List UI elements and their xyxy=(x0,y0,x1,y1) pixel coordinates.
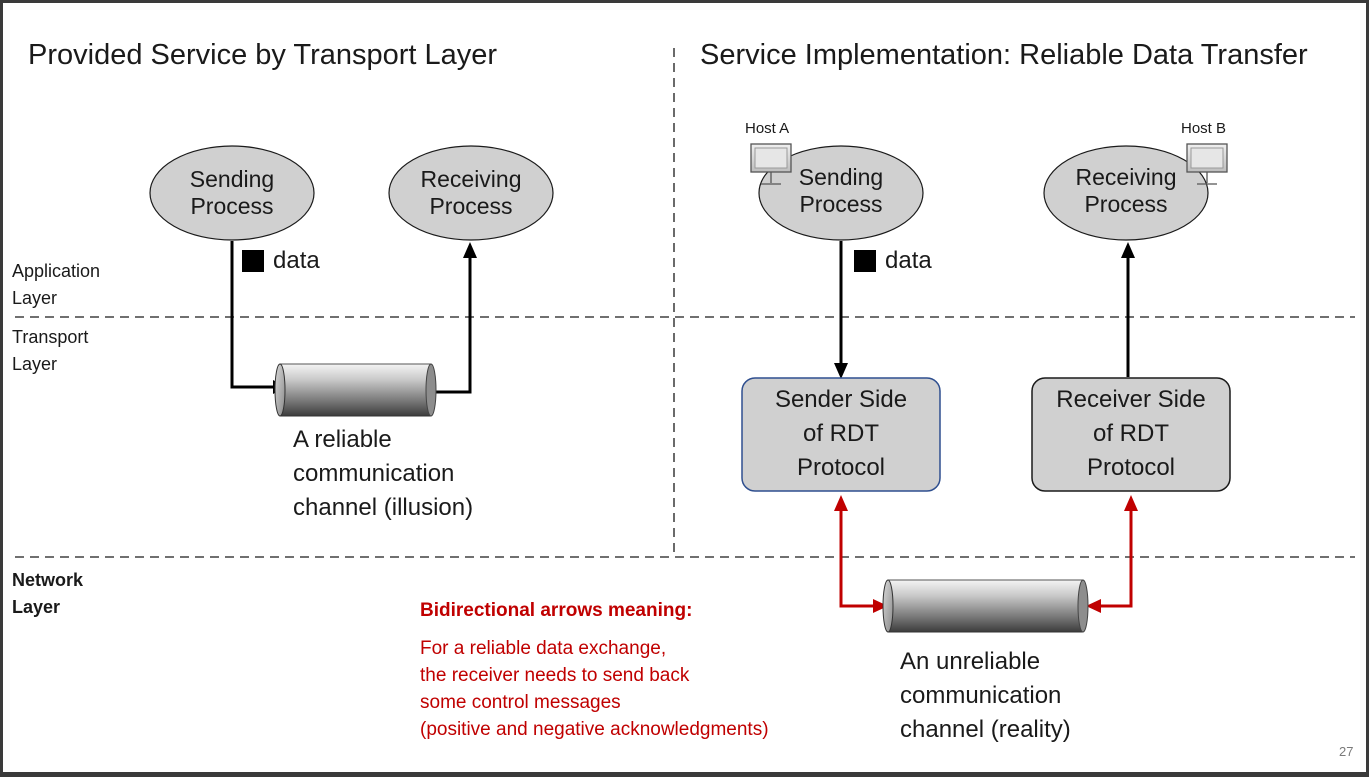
note-line: the receiver needs to send back xyxy=(420,665,690,686)
sender-box-line: Protocol xyxy=(796,454,886,481)
note-line: (positive and negative acknowledgments) xyxy=(420,719,769,740)
network-layer-label: Network Layer xyxy=(12,570,84,617)
right-receiving-process-oval xyxy=(1043,145,1209,241)
right-data-path xyxy=(839,241,1130,377)
sender-side-box-label: Sender Side of RDT Protocol xyxy=(742,383,940,485)
right-ovals xyxy=(758,145,1209,241)
note-body: For a reliable data exchange, the receiv… xyxy=(420,635,769,743)
right-arrowhead-to-sender-box xyxy=(834,363,848,379)
sender-box-line: of RDT xyxy=(802,420,879,447)
left-receiving-process-label: Receiving Process xyxy=(420,166,522,219)
right-data-label: data xyxy=(885,247,932,274)
left-receiving-process-oval xyxy=(388,145,554,241)
right-title: Service Implementation: Reliable Data Tr… xyxy=(700,39,1308,71)
receiver-box-line: of RDT xyxy=(1092,420,1169,447)
sender-side-box xyxy=(741,377,941,492)
note-line: some control messages xyxy=(420,692,621,713)
right-channel-label-line: channel (reality) xyxy=(900,716,1071,743)
bidirectional-arrowheads xyxy=(834,495,1138,613)
right-data-square-icon xyxy=(854,250,876,272)
left-data-path xyxy=(230,241,472,394)
right-sending-process-oval xyxy=(758,145,924,241)
left-channel-label: A reliable communication channel (illusi… xyxy=(293,423,473,525)
left-sending-process-oval xyxy=(149,145,315,241)
sender-box-line: Sender Side xyxy=(774,386,908,413)
note-title: Bidirectional arrows meaning: xyxy=(420,600,693,621)
right-sending-process-label: Sending Process xyxy=(798,164,884,217)
left-ovals xyxy=(149,145,554,241)
left-reliable-channel-icon xyxy=(274,363,437,417)
host-b-label: Host B xyxy=(1181,120,1227,137)
slide: Provided Service by Transport Layer Serv… xyxy=(3,3,1366,772)
right-channel-label-line: communication xyxy=(900,682,1062,709)
right-channel-label-line: An unreliable xyxy=(900,648,1041,675)
host-a-computer-icon xyxy=(750,143,792,185)
transport-layer-label: Transport Layer xyxy=(12,327,89,374)
bidirectional-arrows xyxy=(839,509,1133,608)
left-title: Provided Service by Transport Layer xyxy=(28,39,498,71)
left-channel-label-line: communication xyxy=(293,460,455,487)
left-data-label: data xyxy=(273,247,320,274)
left-arrowhead-to-receiver xyxy=(463,242,477,258)
left-channel-label-line: channel (illusion) xyxy=(293,494,474,521)
left-channel-label-line: A reliable xyxy=(293,426,392,453)
receiver-box-line: Protocol xyxy=(1086,454,1176,481)
page-number: 27 xyxy=(1339,744,1354,759)
right-receiving-process-label: Receiving Process xyxy=(1075,164,1177,217)
receiver-side-box xyxy=(1031,377,1231,492)
receiver-side-box-label: Receiver Side of RDT Protocol xyxy=(1032,383,1230,485)
left-sending-process-label: Sending Process xyxy=(189,166,275,219)
left-data-square-icon xyxy=(242,250,264,272)
application-layer-label: Application Layer xyxy=(12,261,101,308)
host-a-label: Host A xyxy=(745,120,790,137)
note-line: For a reliable data exchange, xyxy=(420,638,667,659)
diagram-graphics xyxy=(15,48,1355,633)
right-channel-label: An unreliable communication channel (rea… xyxy=(900,645,1071,747)
receiver-box-line: Receiver Side xyxy=(1056,386,1206,413)
host-b-computer-icon xyxy=(1186,143,1228,185)
right-arrowhead-to-receiver xyxy=(1121,242,1135,258)
unreliable-channel-icon xyxy=(882,579,1089,633)
